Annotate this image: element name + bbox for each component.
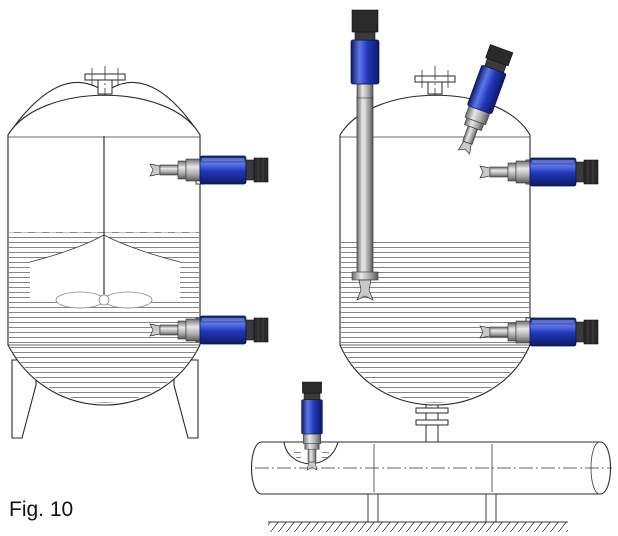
pipeline [251, 441, 612, 532]
fork-sensor-extension-tube [350, 9, 380, 301]
figure-caption: Fig. 10 [9, 498, 74, 521]
vessel-left [7, 66, 205, 439]
